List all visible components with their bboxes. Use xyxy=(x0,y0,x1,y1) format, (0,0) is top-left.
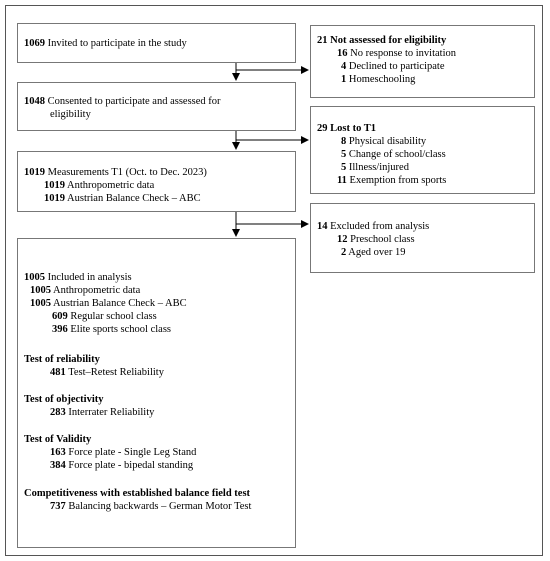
measurements-count: 1019 xyxy=(24,167,45,178)
excluded-count: 14 xyxy=(317,221,328,232)
validity-heading: Test of Validity xyxy=(24,434,92,445)
invited-count: 1069 xyxy=(24,38,45,49)
lost-count: 11 xyxy=(337,175,347,186)
competitiveness-label: Balancing backwards – German Motor Test xyxy=(68,501,252,512)
consented-label-cont: eligibility xyxy=(50,109,91,120)
invited-label: Invited to participate in the study xyxy=(47,38,187,49)
reliability-heading: Test of reliability xyxy=(24,354,100,365)
reliability-label: Test–Retest Reliability xyxy=(68,367,164,378)
lost-reason: Physical disability xyxy=(348,136,427,147)
excluded-item-count: 12 xyxy=(337,234,348,245)
excluded-item-label: Aged over 19 xyxy=(348,247,406,258)
objectivity-count: 283 xyxy=(50,407,66,418)
included-box: 1005 Included in analysis 1005 Anthropom… xyxy=(17,238,296,548)
class-label: Regular school class xyxy=(70,311,157,322)
consented-count: 1048 xyxy=(24,96,45,107)
measurements-item-label: Austrian Balance Check – ABC xyxy=(67,193,201,204)
validity-count: 384 xyxy=(50,460,66,471)
not-assessed-reason: Declined to participate xyxy=(348,61,445,72)
excluded-item-label: Preschool class xyxy=(350,234,415,245)
lost-count: 5 xyxy=(341,149,347,160)
measurements-item-count: 1019 xyxy=(44,193,65,204)
invited-box: 1069 Invited to participate in the study xyxy=(17,23,296,63)
excluded-label: Excluded from analysis xyxy=(330,221,430,232)
not-assessed-title: 21 Not assessed for eligibility xyxy=(317,35,447,46)
lost-count: 8 xyxy=(341,136,347,147)
objectivity-label: Interrater Reliability xyxy=(68,407,155,418)
consented-box: 1048 Consented to participate and assess… xyxy=(17,82,296,131)
validity-label: Force plate - bipedal standing xyxy=(68,460,194,471)
diagram-frame xyxy=(5,5,543,556)
consented-label: Consented to participate and assessed fo… xyxy=(47,96,221,107)
competitiveness-count: 737 xyxy=(50,501,66,512)
included-count: 1005 xyxy=(24,272,45,283)
not-assessed-reason: Homeschooling xyxy=(348,74,416,85)
excluded-box: 14 Excluded from analysis 12 Preschool c… xyxy=(310,203,535,273)
not-assessed-count: 1 xyxy=(341,74,347,85)
measurements-box: 1019 Measurements T1 (Oct. to Dec. 2023)… xyxy=(17,151,296,212)
included-item-label: Austrian Balance Check – ABC xyxy=(53,298,187,309)
lost-reason: Change of school/class xyxy=(348,149,446,160)
validity-label: Force plate - Single Leg Stand xyxy=(68,447,197,458)
not-assessed-reason: No response to invitation xyxy=(350,48,456,59)
measurements-item-label: Anthropometric data xyxy=(67,180,155,191)
lost-title: 29 Lost to T1 xyxy=(317,123,377,134)
lost-count: 5 xyxy=(341,162,347,173)
class-label: Elite sports school class xyxy=(70,324,171,335)
measurements-item-count: 1019 xyxy=(44,180,65,191)
measurements-label: Measurements T1 (Oct. to Dec. 2023) xyxy=(47,167,207,178)
lost-reason: Exemption from sports xyxy=(349,175,447,186)
included-label: Included in analysis xyxy=(47,272,132,283)
reliability-count: 481 xyxy=(50,367,66,378)
lost-box: 29 Lost to T1 8 Physical disability 5 Ch… xyxy=(310,106,535,194)
not-assessed-count: 16 xyxy=(337,48,348,59)
included-item-count: 1005 xyxy=(30,298,51,309)
class-count: 609 xyxy=(52,311,68,322)
not-assessed-box: 21 Not assessed for eligibility 16 No re… xyxy=(310,25,535,98)
not-assessed-count: 4 xyxy=(341,61,347,72)
class-count: 396 xyxy=(52,324,68,335)
excluded-item-count: 2 xyxy=(341,247,347,258)
included-item-label: Anthropometric data xyxy=(53,285,141,296)
objectivity-heading: Test of objectivity xyxy=(24,394,104,405)
competitiveness-heading: Competitiveness with established balance… xyxy=(24,488,251,499)
lost-reason: Illness/injured xyxy=(348,162,409,173)
validity-count: 163 xyxy=(50,447,66,458)
included-item-count: 1005 xyxy=(30,285,51,296)
